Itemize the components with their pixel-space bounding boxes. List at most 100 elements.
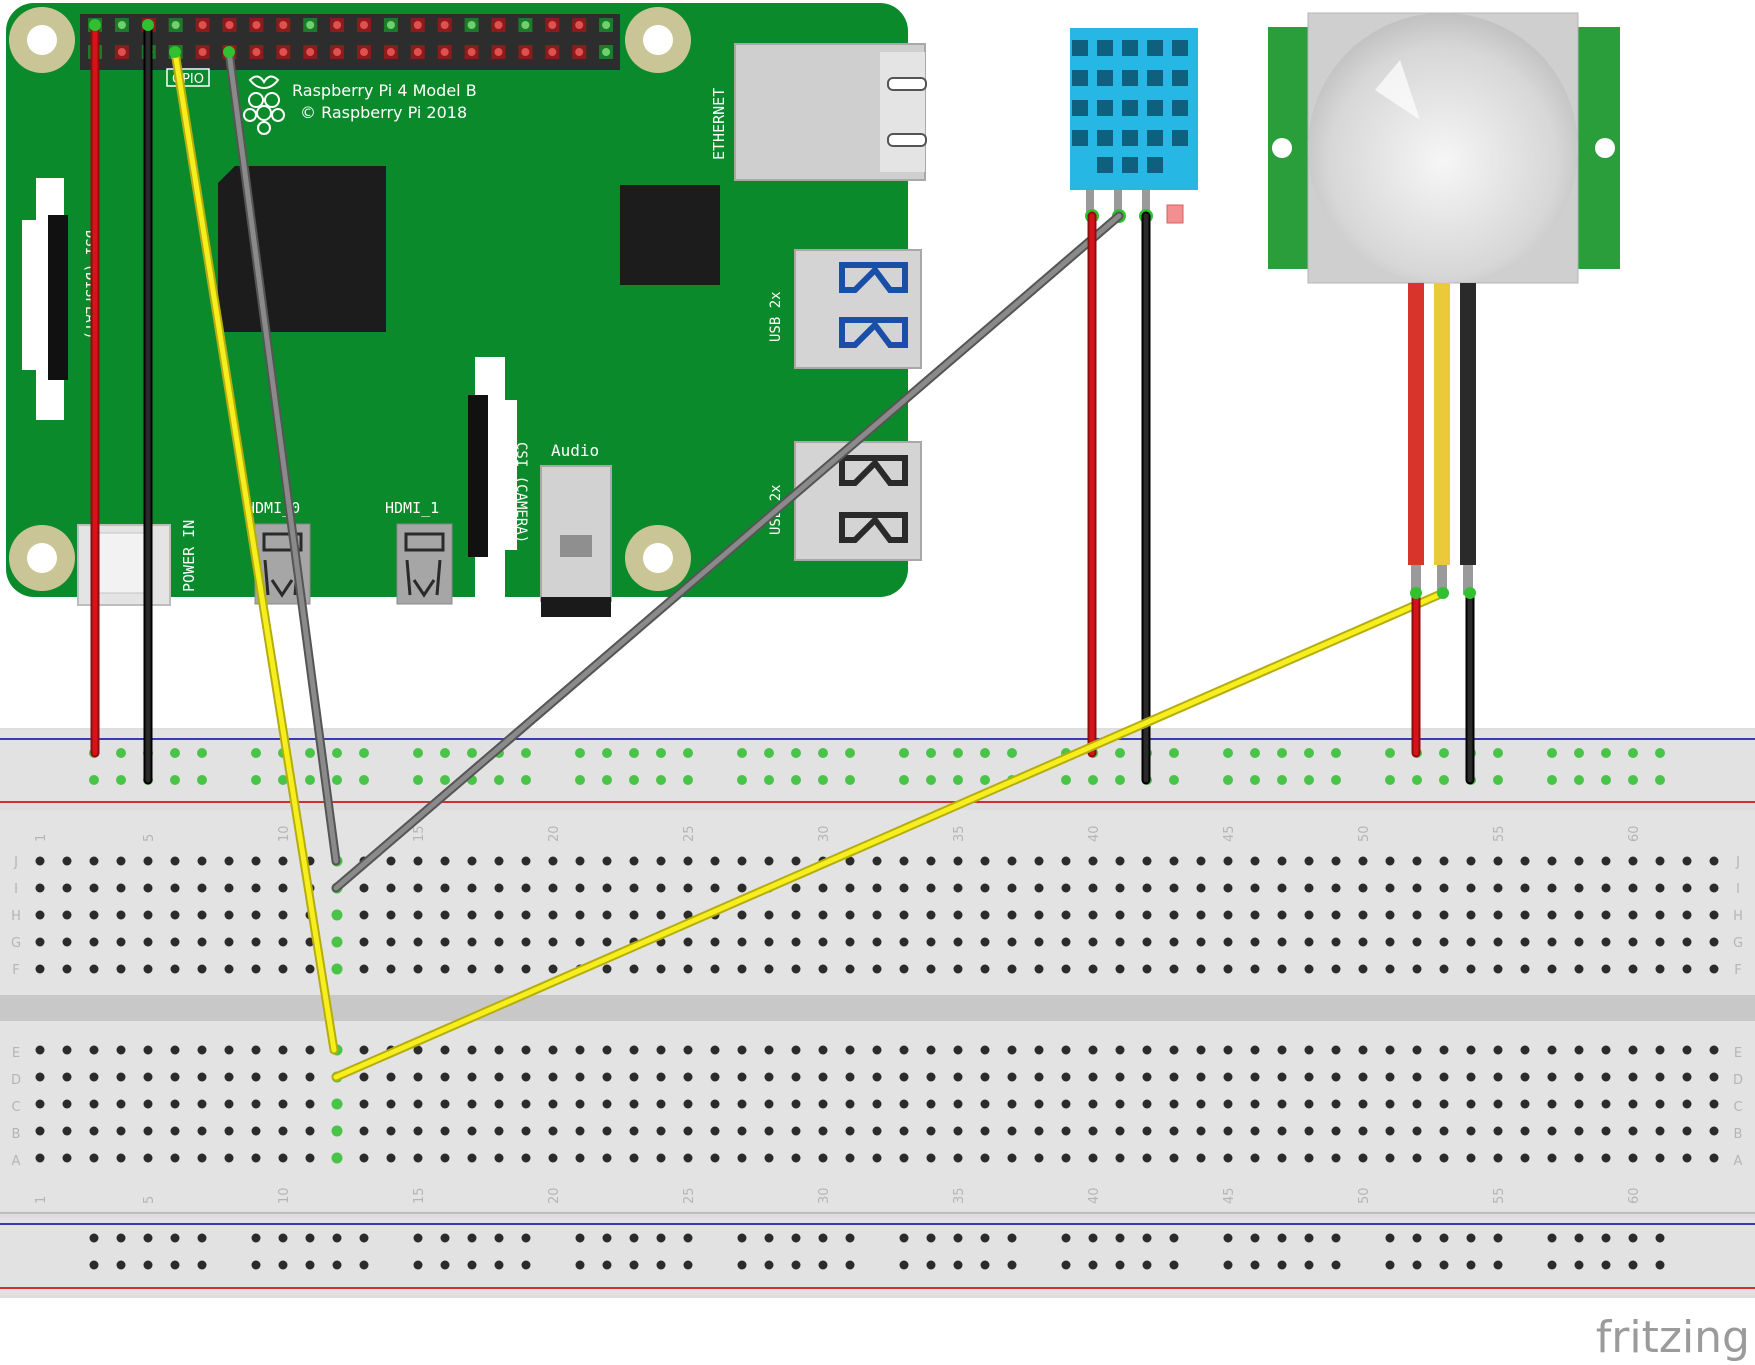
audio-jack-body [540,465,612,602]
breadboard-hole [1007,1045,1017,1055]
dht-vent-cell [1097,130,1113,146]
col-num-bottom-20: 20 [547,1187,562,1204]
breadboard-hole [1709,964,1719,974]
breadboard-hole [494,964,504,974]
breadboard-hole [818,1153,828,1163]
wire-pi-gpio-yellow-core [172,49,337,1053]
breadboard-hole [1169,1153,1179,1163]
connected-rail-hole [683,775,693,785]
rail-hole [1385,1260,1395,1270]
breadboard-hole [305,1126,315,1136]
breadboard-hole [899,883,909,893]
row-letter-j: J [13,855,18,870]
rail-hole [467,1260,477,1270]
breadboard-hole [1520,964,1530,974]
rail-hole [737,1260,747,1270]
breadboard-hole [1223,883,1233,893]
breadboard-hole [1574,883,1584,893]
breadboard-hole [170,1153,180,1163]
breadboard-hole [1061,910,1071,920]
breadboard-hole [1574,1153,1584,1163]
breadboard-hole [1574,937,1584,947]
breadboard-hole [791,910,801,920]
breadboard-hole [62,1126,72,1136]
col-num-top-45: 45 [1222,825,1237,842]
breadboard-hole [710,1045,720,1055]
breadboard-hole [35,1072,45,1082]
breadboard-hole [278,1099,288,1109]
mounting-holes [9,7,691,591]
breadboard-hole [1142,1126,1152,1136]
breadboard-hole [1682,937,1692,947]
breadboard-hole [791,1153,801,1163]
breadboard-hole [1520,937,1530,947]
breadboard-hole [629,1153,639,1163]
breadboard-hole [845,1072,855,1082]
gpio-pin [117,48,126,56]
breadboard-hole [1655,964,1665,974]
raspberry-logo-berry-4 [243,108,257,122]
breadboard-hole [386,910,396,920]
connected-rail-hole [521,775,531,785]
board-copyright-label: © Raspberry Pi 2018 [300,103,467,122]
connected-rail-hole [116,748,126,758]
breadboard-hole [845,1126,855,1136]
breadboard-hole [899,1153,909,1163]
breadboard-hole [1547,1126,1557,1136]
connected-rail-hole [791,775,801,785]
breadboard-hole [143,1072,153,1082]
breadboard-hole [1655,1045,1665,1055]
endpoint-pir-vcc [1410,587,1422,599]
breadboard-hole [1088,1099,1098,1109]
csi-connector [468,395,488,557]
rail-hole [467,1233,477,1243]
breadboard-hole [35,964,45,974]
breadboard-hole [224,883,234,893]
pir-pin-out [1437,565,1447,595]
connected-terminal-hole [331,963,343,975]
breadboard-hole [440,1072,450,1082]
rail-hole [1007,1260,1017,1270]
breadboard-hole [197,1153,207,1163]
breadboard-hole [1412,883,1422,893]
usb-top-shell [794,249,922,369]
col-num-top-5: 5 [142,834,157,842]
pir-wire-out [1434,283,1450,565]
breadboard-hole [548,1099,558,1109]
rail-hole [602,1260,612,1270]
rail-hole [116,1260,126,1270]
breadboard-hole [1412,1045,1422,1055]
rail-hole [818,1233,828,1243]
rail-hole [1061,1233,1071,1243]
connected-rail-hole [899,748,909,758]
hdmi0-socket [262,532,303,552]
connected-rail-hole [1007,748,1017,758]
rail-hole [1169,1233,1179,1243]
rail-hole [629,1260,639,1270]
breadboard-hole [1628,910,1638,920]
breadboard-hole [764,1126,774,1136]
breadboard-hole [494,883,504,893]
breadboard-hole [1547,883,1557,893]
breadboard-hole [791,1045,801,1055]
breadboard-hole [440,937,450,947]
col-num-bottom-60: 60 [1627,1187,1642,1204]
breadboard-hole [1439,910,1449,920]
breadboard-hole [1466,1045,1476,1055]
rail-hole [413,1233,423,1243]
ethernet-port [734,43,927,181]
breadboard-hole [251,910,261,920]
dht-vent-cell [1147,130,1163,146]
breadboard-hole [116,1045,126,1055]
ethernet-label: ETHERNET [710,88,728,160]
breadboard-hole [1196,1153,1206,1163]
breadboard-hole [791,1072,801,1082]
rail-hole [1007,1233,1017,1243]
gpio-pin [360,48,368,56]
breadboard-hole [1547,1045,1557,1055]
raspberry-logo-berry-5 [271,108,285,122]
board-model-label: Raspberry Pi 4 Model B [292,81,477,100]
connected-rail-hole [251,748,261,758]
breadboard-hole [1574,1072,1584,1082]
breadboard-hole [1682,1126,1692,1136]
